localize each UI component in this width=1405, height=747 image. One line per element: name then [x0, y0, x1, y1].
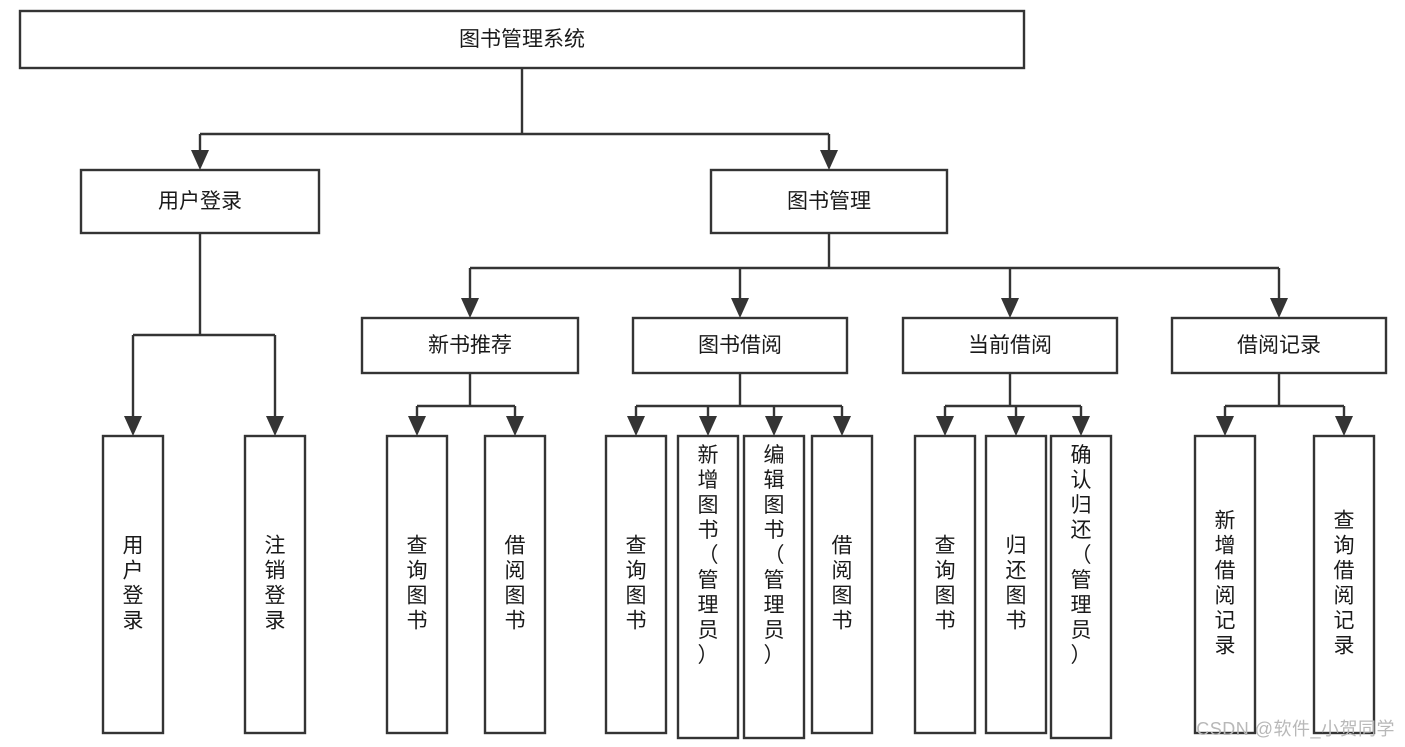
node-box-leaf-return-book [984, 434, 1048, 735]
node-label-leaf-return-book: 归还图书 [1006, 535, 1027, 633]
node-leaf-return-book[interactable]: 归还图书 [984, 434, 1048, 735]
node-label-root: 图书管理系统 [459, 28, 585, 51]
node-box-user-login [79, 168, 321, 235]
arrow-head-new-book-recommend [461, 298, 479, 318]
node-leaf-query-borrow-record[interactable]: 查询借阅记录 [1312, 434, 1376, 735]
node-leaf-logout[interactable]: 注销登录 [243, 434, 307, 735]
node-box-leaf-edit-book-admin [742, 434, 806, 740]
watermark-label: CSDN @软件_小贺同学 [1196, 719, 1395, 739]
arrow-head-leaf-edit-book-admin [765, 416, 783, 436]
arrow-head-leaf-borrow-book [833, 416, 851, 436]
node-label-leaf-query-book-recommend: 查询图书 [407, 535, 428, 633]
arrow-head-leaf-borrow-book-recommend [506, 416, 524, 436]
node-box-leaf-query-borrow-record [1312, 434, 1376, 735]
node-box-leaf-add-book-admin [676, 434, 740, 740]
node-box-borrow-record [1170, 316, 1388, 375]
node-book-borrow[interactable]: 图书借阅 [631, 316, 849, 375]
node-box-leaf-query-book-borrow [604, 434, 668, 735]
node-user-login[interactable]: 用户登录 [79, 168, 321, 235]
node-box-root [18, 9, 1026, 70]
node-label-leaf-user-login: 用户登录 [123, 535, 144, 633]
node-label-book-borrow: 图书借阅 [698, 334, 782, 357]
arrow-head-leaf-query-borrow-record [1335, 416, 1353, 436]
node-box-leaf-add-borrow-record [1193, 434, 1257, 735]
node-box-leaf-logout [243, 434, 307, 735]
node-box-leaf-borrow-book-recommend [483, 434, 547, 735]
node-label-new-book-recommend: 新书推荐 [428, 334, 512, 357]
node-book-manage[interactable]: 图书管理 [709, 168, 949, 235]
node-borrow-record[interactable]: 借阅记录 [1170, 316, 1388, 375]
arrow-head-leaf-add-borrow-record [1216, 416, 1234, 436]
arrow-head-current-borrow [1001, 298, 1019, 318]
node-label-book-manage: 图书管理 [787, 190, 871, 213]
node-label-current-borrow: 当前借阅 [968, 334, 1052, 357]
node-label-leaf-add-book-admin: 新增图书（管理员） [698, 444, 719, 667]
arrow-head-leaf-query-book-current [936, 416, 954, 436]
node-box-leaf-confirm-return-admin [1049, 434, 1113, 740]
node-label-leaf-confirm-return-admin: 确认归还（管理员） [1071, 444, 1092, 667]
arrow-head-user-login [191, 150, 209, 170]
node-box-leaf-query-book-recommend [385, 434, 449, 735]
node-leaf-borrow-book[interactable]: 借阅图书 [810, 434, 874, 735]
node-box-leaf-borrow-book [810, 434, 874, 735]
node-leaf-borrow-book-recommend[interactable]: 借阅图书 [483, 434, 547, 735]
node-leaf-edit-book-admin[interactable]: 编辑图书（管理员） [742, 434, 806, 740]
arrow-head-leaf-confirm-return-admin [1072, 416, 1090, 436]
arrow-head-leaf-query-book-recommend [408, 416, 426, 436]
node-label-leaf-logout: 注销登录 [265, 535, 286, 633]
node-label-user-login: 用户登录 [158, 190, 242, 213]
node-label-leaf-edit-book-admin: 编辑图书（管理员） [764, 444, 785, 667]
arrow-head-leaf-logout [266, 416, 284, 436]
node-box-current-borrow [901, 316, 1119, 375]
node-label-leaf-query-borrow-record: 查询借阅记录 [1334, 510, 1355, 658]
node-label-leaf-borrow-book-recommend: 借阅图书 [505, 535, 526, 633]
node-leaf-confirm-return-admin[interactable]: 确认归还（管理员） [1049, 434, 1113, 740]
node-label-leaf-add-borrow-record: 新增借阅记录 [1215, 510, 1236, 658]
arrow-head-leaf-query-book-borrow [627, 416, 645, 436]
node-layer: 图书管理系统用户登录图书管理新书推荐图书借阅当前借阅借阅记录用户登录注销登录查询… [18, 9, 1388, 740]
arrow-head-book-manage [820, 150, 838, 170]
node-label-leaf-query-book-current: 查询图书 [935, 535, 956, 633]
node-leaf-query-book-borrow[interactable]: 查询图书 [604, 434, 668, 735]
node-label-leaf-borrow-book: 借阅图书 [832, 535, 853, 633]
node-leaf-add-book-admin[interactable]: 新增图书（管理员） [676, 434, 740, 740]
node-label-borrow-record: 借阅记录 [1237, 334, 1321, 357]
node-label-leaf-query-book-borrow: 查询图书 [626, 535, 647, 633]
node-box-leaf-query-book-current [913, 434, 977, 735]
arrow-head-leaf-return-book [1007, 416, 1025, 436]
node-root[interactable]: 图书管理系统 [18, 9, 1026, 70]
node-new-book-recommend[interactable]: 新书推荐 [360, 316, 580, 375]
node-leaf-query-book-recommend[interactable]: 查询图书 [385, 434, 449, 735]
arrow-head-leaf-add-book-admin [699, 416, 717, 436]
node-box-new-book-recommend [360, 316, 580, 375]
arrow-head-book-borrow [731, 298, 749, 318]
node-leaf-add-borrow-record[interactable]: 新增借阅记录 [1193, 434, 1257, 735]
arrow-head-leaf-user-login [124, 416, 142, 436]
connector-layer [124, 68, 1353, 436]
node-leaf-user-login[interactable]: 用户登录 [101, 434, 165, 735]
node-box-leaf-user-login [101, 434, 165, 735]
node-current-borrow[interactable]: 当前借阅 [901, 316, 1119, 375]
arrow-head-borrow-record [1270, 298, 1288, 318]
node-leaf-query-book-current[interactable]: 查询图书 [913, 434, 977, 735]
node-box-book-manage [709, 168, 949, 235]
node-box-book-borrow [631, 316, 849, 375]
